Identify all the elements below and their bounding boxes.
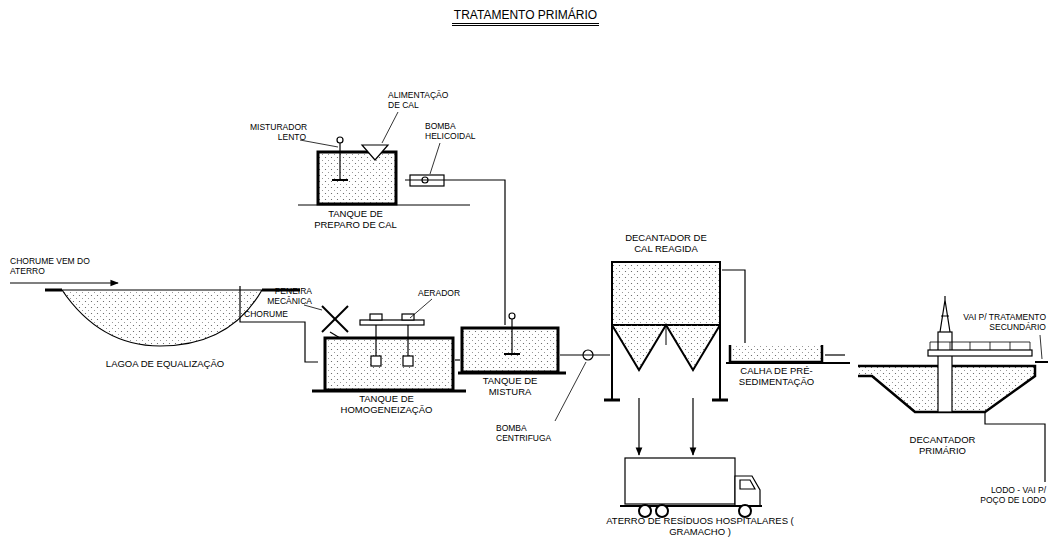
callout-label: CHORUME — [244, 309, 304, 319]
aerator — [407, 325, 408, 356]
inflow-arrow — [10, 282, 118, 283]
callout-label: BOMBA HELICOIDAL — [425, 121, 495, 141]
process-unit: ATERRO DE RESÍDUOS HOSPITALARES ( GRAMAC… — [580, 455, 820, 537]
ground — [458, 372, 566, 375]
aerator — [371, 356, 381, 366]
tank — [318, 152, 396, 204]
truck-cab — [735, 476, 760, 506]
pipe-connector — [240, 286, 318, 362]
clarifier-tower — [940, 296, 950, 332]
aerator — [370, 314, 382, 320]
pipe-connector — [825, 354, 845, 355]
diagram-title: TRATAMENTO PRIMÁRIO — [452, 8, 599, 26]
aerator — [402, 314, 414, 320]
unit-label: TANQUE DE PREPARO DE CAL — [308, 208, 404, 230]
process-unit: TANQUE DE HOMOGENEIZAÇÃO — [318, 335, 455, 415]
mixer — [332, 179, 348, 181]
mixer — [509, 313, 515, 319]
leader-line — [410, 299, 432, 318]
callout-label: MISTURADOR LENTO — [250, 122, 306, 142]
unit-label: LAGOA DE EQUALIZAÇÃO — [106, 358, 224, 369]
ground — [312, 390, 466, 393]
callout-label: PENEIRA MECÂNICA — [262, 286, 312, 306]
clarifier-bridge — [928, 350, 1032, 356]
process-unit: DECANTADOR DE CAL REAGIDA — [610, 232, 722, 398]
pipe-connector — [638, 398, 639, 455]
tank — [462, 328, 558, 372]
settler-hoppers — [612, 325, 720, 370]
mixer — [339, 140, 340, 180]
leader-line — [1040, 335, 1042, 359]
unit-label: DECANTADOR PRIMÁRIO — [898, 434, 988, 456]
settler-leg — [666, 325, 667, 345]
pipe-connector — [560, 354, 610, 355]
truck-body — [625, 458, 735, 504]
ground — [298, 205, 470, 206]
screen — [322, 306, 348, 332]
process-unit: TANQUE DE PREPARO DE CAL — [306, 148, 405, 230]
mixer — [511, 314, 512, 354]
callout-label: CHORUME VEM DO ATERRO — [10, 256, 90, 276]
unit-label: TANQUE DE HOMOGENEIZAÇÃO — [327, 393, 447, 415]
callout-label: VAI P/ TRATAMENTO SECUNDÁRIO — [950, 312, 1046, 332]
shape-space — [165, 286, 166, 358]
process-unit: TANQUE DE MISTURA — [460, 325, 560, 397]
shape-space — [776, 343, 777, 365]
ground — [45, 289, 62, 292]
shape-space — [666, 254, 667, 398]
shape-space — [942, 296, 943, 434]
aerator — [375, 325, 376, 356]
truck-window — [740, 480, 755, 489]
ground — [726, 362, 850, 364]
settler — [612, 262, 720, 325]
shape-space — [510, 325, 511, 375]
pond — [62, 290, 262, 346]
aerator — [403, 356, 413, 366]
shape-space — [386, 335, 387, 393]
unit-label: CALHA DE PRÉ- SEDIMENTAÇÃO — [729, 365, 824, 387]
screen — [330, 332, 340, 338]
ground — [712, 399, 728, 402]
bridge-rail — [930, 342, 1030, 350]
settler-leg — [611, 325, 613, 400]
outlet-pipe — [1035, 361, 1048, 363]
title-wrap: TRATAMENTO PRIMÁRIO — [0, 8, 1051, 22]
shape-space — [355, 148, 356, 208]
process-unit: LAGOA DE EQUALIZAÇÃO — [55, 286, 275, 369]
tank — [325, 338, 453, 390]
leader-line — [382, 112, 398, 143]
pipe-connector — [455, 359, 460, 360]
unit-label: TANQUE DE MISTURA — [470, 375, 550, 397]
mixer — [504, 353, 520, 355]
leader-line — [430, 143, 440, 174]
shape-space — [700, 455, 701, 515]
mixer — [337, 137, 343, 143]
pipe-connector — [722, 270, 745, 343]
process-unit: CALHA DE PRÉ- SEDIMENTAÇÃO — [728, 343, 825, 387]
ground — [604, 399, 620, 402]
callout-label: AERADOR — [418, 288, 478, 298]
leader-line — [555, 362, 586, 421]
callout-label: BOMBA CENTRIFUGA — [496, 423, 566, 443]
sludge-pipe — [985, 412, 1045, 482]
aerator-beam — [360, 320, 424, 325]
pipe-connector — [405, 180, 505, 325]
unit-label: ATERRO DE RESÍDUOS HOSPITALARES ( GRAMAC… — [585, 515, 815, 537]
channel — [730, 345, 822, 362]
unit-label: DECANTADOR DE CAL REAGIDA — [616, 232, 716, 254]
callout-label: ALIMENTAÇÃO DE CAL — [388, 90, 458, 110]
pipe-connector — [692, 398, 693, 455]
lime-hopper — [362, 145, 388, 160]
settler-leg — [719, 325, 721, 400]
callout-label: LODO - VAI P/ POÇO DE LODO — [976, 485, 1046, 505]
screen — [322, 306, 348, 332]
